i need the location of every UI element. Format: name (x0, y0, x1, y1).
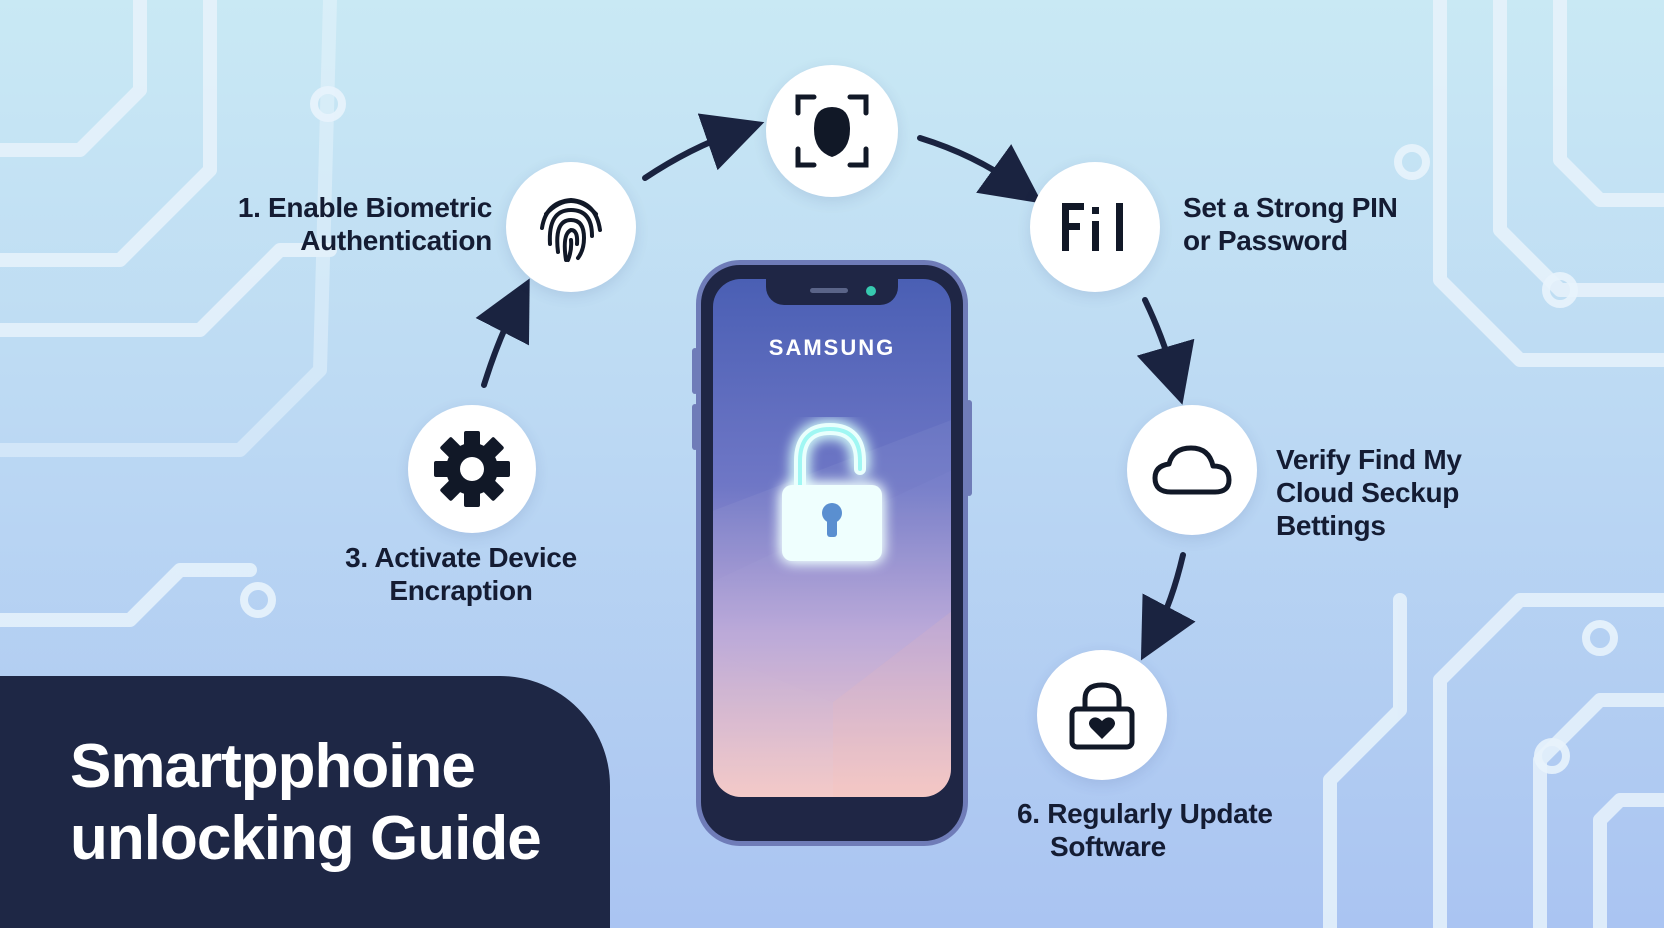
step-4-label: Verify Find My Cloud Seckup Bettings (1276, 443, 1462, 542)
step-6-circle[interactable] (408, 405, 536, 533)
step-5-label: 6. Regularly Update Software (1017, 797, 1273, 863)
step-1-circle[interactable] (506, 162, 636, 292)
step-1-line1: 1. Enable Biometric (237, 192, 492, 223)
arrow-4-to-5 (1140, 552, 1196, 661)
face-scan-icon (795, 94, 869, 168)
title-panel: Smartpphoine unlocking Guide (0, 676, 610, 928)
title-line-1: Smartpphoine (70, 732, 476, 801)
step-1-label: 1. Enable Biometric Authentication (236, 191, 492, 257)
step-3-line1: Set a Strong PIN (1183, 192, 1398, 223)
phone-notch (766, 279, 898, 305)
smartphone: SAMSUNG (696, 260, 968, 846)
arrow-1-to-2 (642, 113, 765, 181)
cloud-icon (1152, 445, 1232, 495)
step-5-line1: 6. Regularly Update (1017, 798, 1273, 829)
gear-icon (434, 431, 510, 507)
step-4-line2: Cloud Seckup (1276, 477, 1460, 508)
phone-speaker (810, 288, 848, 293)
phone-volume-button-2 (692, 404, 698, 450)
unlocked-padlock-icon (782, 422, 882, 561)
step-5-circle[interactable] (1037, 650, 1167, 780)
arrow-2-to-3 (917, 135, 1043, 204)
title-line-2: unlocking Guide (70, 804, 542, 873)
phone-brand: SAMSUNG (768, 335, 896, 360)
step-4-circle[interactable] (1127, 405, 1257, 535)
pin-icon (1062, 203, 1123, 251)
front-camera (866, 286, 876, 296)
phone-volume-button (692, 348, 698, 394)
phone-screen: SAMSUNG (713, 279, 951, 797)
step-5-line2: Software (1050, 831, 1166, 862)
arrow-3-to-4 (1136, 297, 1195, 405)
step-6-line2: Encraption (389, 575, 533, 606)
step-4-line1: Verify Find My (1276, 444, 1462, 475)
step-3-line2: or Password (1183, 225, 1348, 256)
step-3-label: Set a Strong PIN or Password (1183, 191, 1398, 257)
padlock-heart-icon (1069, 682, 1135, 750)
step-2-circle[interactable] (766, 65, 898, 197)
arrow-6-to-1 (475, 278, 530, 388)
step-6-label: 3. Activate Device Encraption (338, 541, 584, 607)
step-1-line2: Authentication (300, 225, 492, 256)
step-3-circle[interactable] (1030, 162, 1160, 292)
fingerprint-icon (540, 197, 602, 262)
step-6-line1: 3. Activate Device (345, 542, 577, 573)
step-4-line3: Bettings (1276, 510, 1386, 541)
phone-power-button (966, 400, 972, 496)
